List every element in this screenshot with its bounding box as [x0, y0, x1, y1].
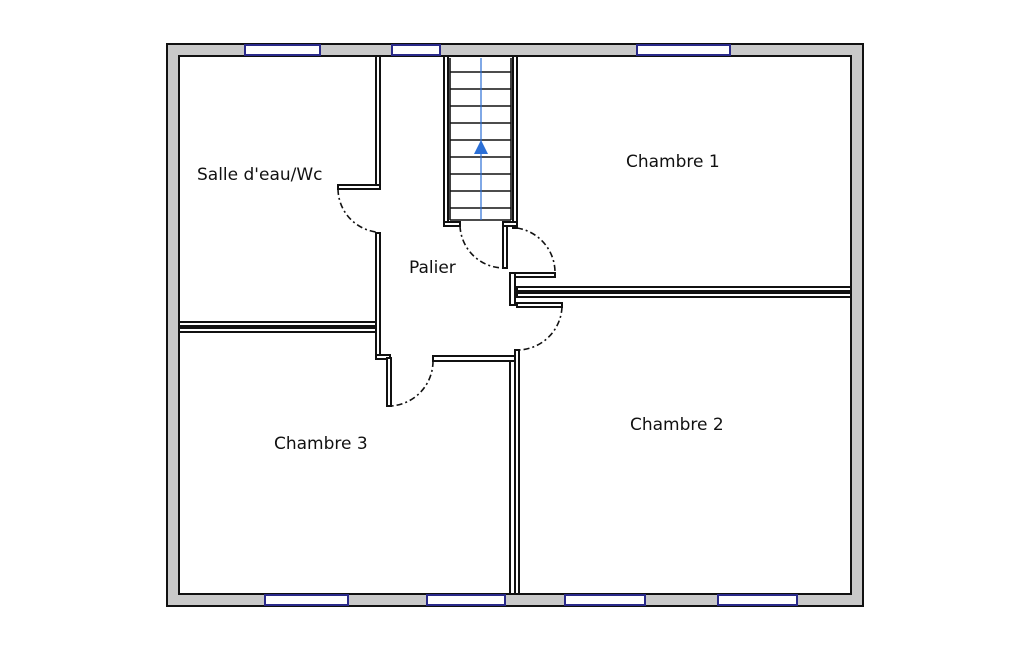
- window: [426, 594, 506, 606]
- stair-arrow-icon: [474, 140, 488, 154]
- wall-chambre3-top: [178, 327, 377, 333]
- windows: [244, 44, 798, 606]
- window: [244, 44, 321, 56]
- wall-stair-left: [443, 55, 449, 227]
- door-swing-chambre2: [516, 306, 563, 351]
- wall-door-leaf-ch3: [386, 357, 392, 407]
- interior-walls: [178, 55, 852, 595]
- window: [717, 594, 798, 606]
- door-swing-stair: [459, 225, 504, 269]
- window: [391, 44, 441, 56]
- window: [636, 44, 731, 56]
- wall-chambre2-top: [516, 292, 852, 298]
- wall-chambre-jog: [509, 272, 516, 306]
- door-swing-salle: [337, 188, 377, 233]
- wall-salle-right-upper: [375, 55, 381, 189]
- room-label-chambre-1: Chambre 1: [626, 152, 720, 172]
- wall-corridor-left: [375, 232, 381, 359]
- wall-corridor-bottom: [432, 355, 516, 362]
- wall-chambre1-bottom: [516, 286, 852, 292]
- room-label-chambre-2: Chambre 2: [630, 415, 724, 435]
- wall-chambre2-left: [514, 349, 520, 595]
- staircase: [449, 58, 512, 221]
- door-swing-chambre3: [390, 360, 434, 407]
- wall-stair-right: [512, 55, 518, 229]
- wall-stair-bottom-right: [502, 221, 518, 227]
- room-label-palier: Palier: [409, 258, 456, 278]
- window: [264, 594, 349, 606]
- wall-door-leaf-stair: [502, 225, 508, 269]
- exterior-wall: [166, 43, 864, 607]
- room-label-chambre-3: Chambre 3: [274, 434, 368, 454]
- door-swing-chambre1: [516, 227, 556, 274]
- wall-stair-bottom-left: [443, 221, 461, 227]
- wall-chambre1-door-stub: [512, 272, 556, 278]
- wall-salle-bottom: [178, 321, 377, 327]
- wall-chambre2-door-stub: [516, 302, 563, 308]
- room-label-salle-eau: Salle d'eau/Wc: [197, 165, 323, 185]
- door-swings: [337, 188, 563, 407]
- window: [564, 594, 646, 606]
- wall-salle-door-stub: [337, 184, 381, 190]
